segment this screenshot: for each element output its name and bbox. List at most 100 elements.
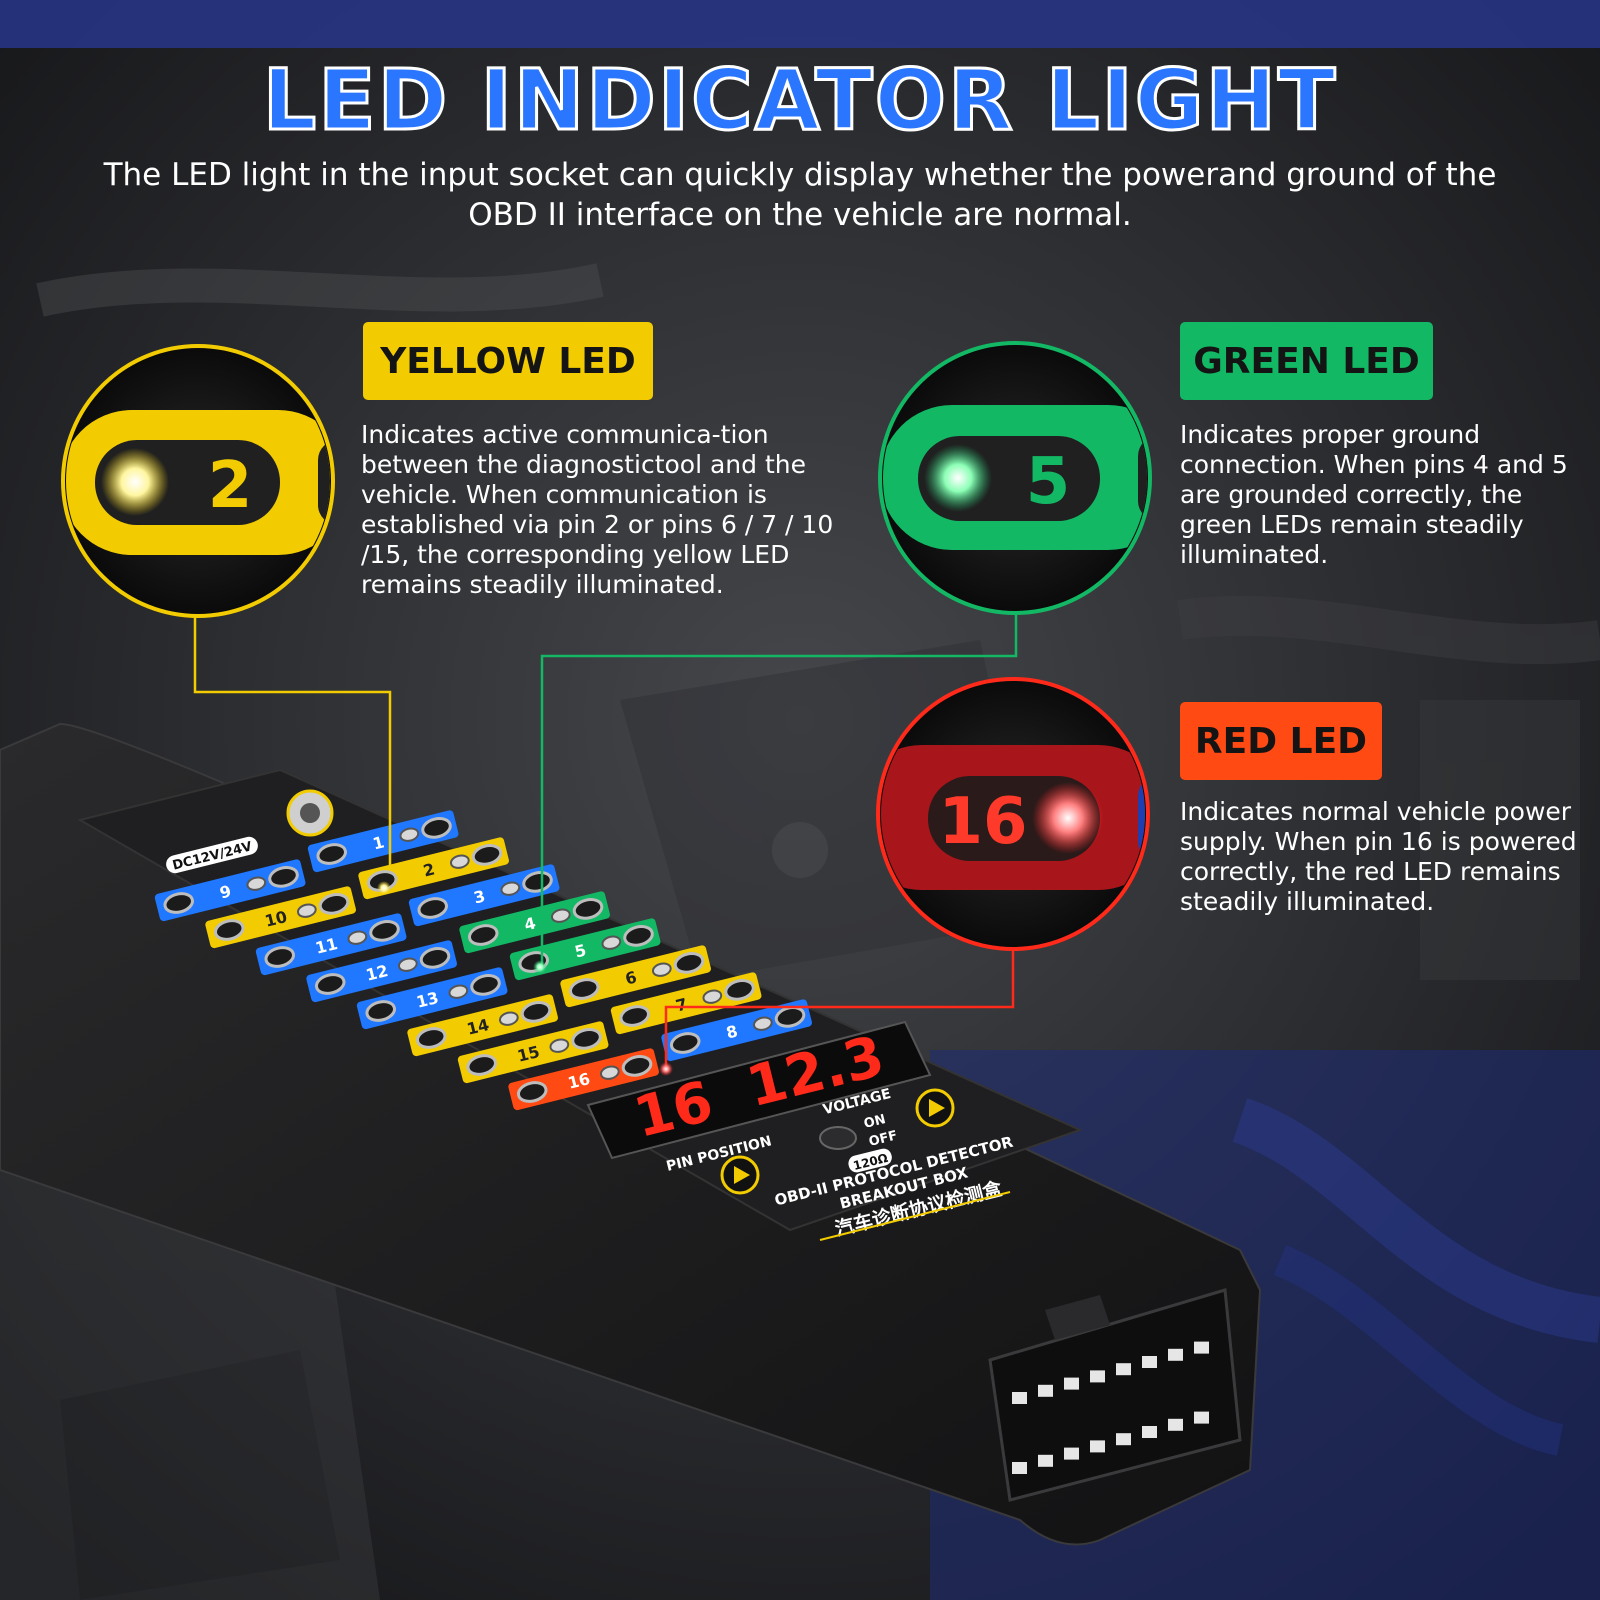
pin-hole	[673, 952, 705, 974]
pin-hole	[470, 974, 501, 996]
connector-pin-hole	[1142, 1426, 1157, 1438]
pin-socket-1[interactable]: 1	[307, 809, 459, 873]
yellow-led-badge: YELLOW LED	[363, 322, 653, 400]
pin-led-2	[449, 854, 470, 869]
pin-hole	[268, 866, 299, 888]
pin-socket-14[interactable]: 14	[406, 993, 558, 1057]
pin-socket-13[interactable]: 13	[356, 966, 508, 1030]
pin-number-5: 5	[573, 940, 588, 961]
pin-led-8	[752, 1016, 773, 1031]
pin-socket-4[interactable]: 4	[458, 890, 610, 954]
pin-socket-3[interactable]: 3	[408, 863, 560, 927]
green-led-badge: GREEN LED	[1180, 322, 1433, 400]
switch-off-label: OFF	[867, 1128, 899, 1150]
pin-number-16: 16	[566, 1069, 592, 1093]
pin-led-1	[399, 827, 420, 842]
pin-number-15: 15	[515, 1042, 541, 1066]
pin-hole	[314, 973, 346, 995]
pin-number-12: 12	[364, 961, 390, 985]
pin-led-10	[296, 903, 317, 918]
pin-socket-9[interactable]: 9	[154, 858, 306, 922]
pin-hole	[466, 1054, 497, 1076]
pin-number-14: 14	[465, 1015, 491, 1039]
red-magnifier: 16	[876, 677, 1150, 951]
connector-latch	[1045, 1295, 1110, 1340]
pin-number-2: 2	[421, 859, 436, 880]
pin-hole	[619, 1005, 650, 1027]
connector-pin-hole	[1090, 1370, 1105, 1383]
pin-hole	[724, 979, 755, 1001]
pin-hole	[318, 893, 350, 915]
yellow-led-description: Indicates active communica-tion between …	[361, 420, 834, 599]
pin-hole	[571, 1028, 602, 1050]
pin-socket-15[interactable]: 15	[457, 1020, 609, 1084]
pin-number-1: 1	[371, 832, 386, 853]
connector-pin-hole	[1064, 1377, 1079, 1390]
pin-hole	[669, 1032, 701, 1054]
resistor-switch[interactable]: ON OFF 120Ω	[819, 1112, 899, 1174]
connector-pin-hole	[1194, 1411, 1209, 1424]
pin-socket-7[interactable]: 7	[610, 971, 762, 1035]
pin-led-13	[448, 984, 469, 999]
connector-pin-hole	[1142, 1356, 1157, 1368]
red-led-description: Indicates normal vehicle power supply. W…	[1180, 797, 1577, 916]
connector-pin-hole	[1194, 1341, 1209, 1354]
pin-led-14	[498, 1011, 519, 1026]
connector-pin-hole	[1090, 1440, 1105, 1453]
pin-hole	[471, 844, 503, 866]
pin-number-11: 11	[313, 934, 339, 958]
pin-socket-6[interactable]: 6	[559, 944, 711, 1008]
pin-number-13: 13	[414, 988, 440, 1012]
yellow-leader-line	[193, 612, 392, 866]
pin-socket-10[interactable]: 10	[204, 885, 356, 949]
pin-number-6: 6	[623, 967, 638, 988]
pin-hole	[623, 925, 654, 947]
pin-hole	[421, 817, 452, 839]
pin-number-8: 8	[724, 1021, 739, 1042]
pin-socket-8[interactable]: 8	[660, 998, 812, 1062]
digital-display: 16 12.3 PIN POSITION VOLTAGE	[586, 1020, 932, 1175]
connector-pin-hole	[1168, 1418, 1183, 1431]
pin-socket-16[interactable]: 16	[507, 1047, 659, 1111]
green-magnifier: 5	[878, 341, 1152, 615]
pin-led-3	[500, 881, 521, 896]
pin-socket-2[interactable]: 2	[357, 836, 509, 900]
pin-led-9	[246, 876, 267, 891]
pin-socket-11[interactable]: 11	[255, 912, 407, 976]
yellow-magnifier: 2	[61, 344, 335, 618]
connector-pin-hole	[1116, 1363, 1131, 1376]
pin-hole	[369, 920, 400, 942]
pin-number-7: 7	[674, 994, 689, 1015]
pin-number-9: 9	[218, 881, 233, 902]
red-led-badge: RED LED	[1180, 702, 1382, 780]
power-socket	[286, 789, 334, 837]
red-magnifier-pin: 16	[938, 785, 1027, 859]
pin-hole	[419, 947, 451, 969]
pin-led-7	[702, 989, 723, 1004]
pin-led-6	[651, 962, 672, 977]
pin-number-10: 10	[263, 907, 289, 931]
connector-pin-holes	[1012, 1341, 1209, 1474]
connector-pin-hole	[1168, 1348, 1183, 1361]
leader-lines	[193, 612, 1018, 1076]
pin-led-16	[599, 1065, 620, 1080]
connector-pin-hole	[1116, 1433, 1131, 1446]
red-leader-line	[664, 948, 1015, 1068]
pin-hole	[572, 898, 604, 920]
pin-led-12	[397, 957, 418, 972]
pin-socket-5[interactable]: 5	[509, 917, 661, 981]
pin-led-5	[601, 935, 622, 950]
pin-hole	[415, 1027, 447, 1049]
connector-pin-hole	[1038, 1454, 1053, 1467]
pin-hole	[522, 871, 553, 893]
pin-hole	[264, 946, 295, 968]
pin-socket-12[interactable]: 12	[305, 939, 457, 1003]
green-led-description: Indicates proper ground connection. When…	[1180, 420, 1568, 569]
connector-pin-hole	[1012, 1392, 1027, 1404]
pin-hole	[621, 1055, 653, 1077]
pin-number-4: 4	[522, 913, 537, 934]
pin-led-4	[550, 908, 571, 923]
pin-hole	[467, 924, 499, 946]
